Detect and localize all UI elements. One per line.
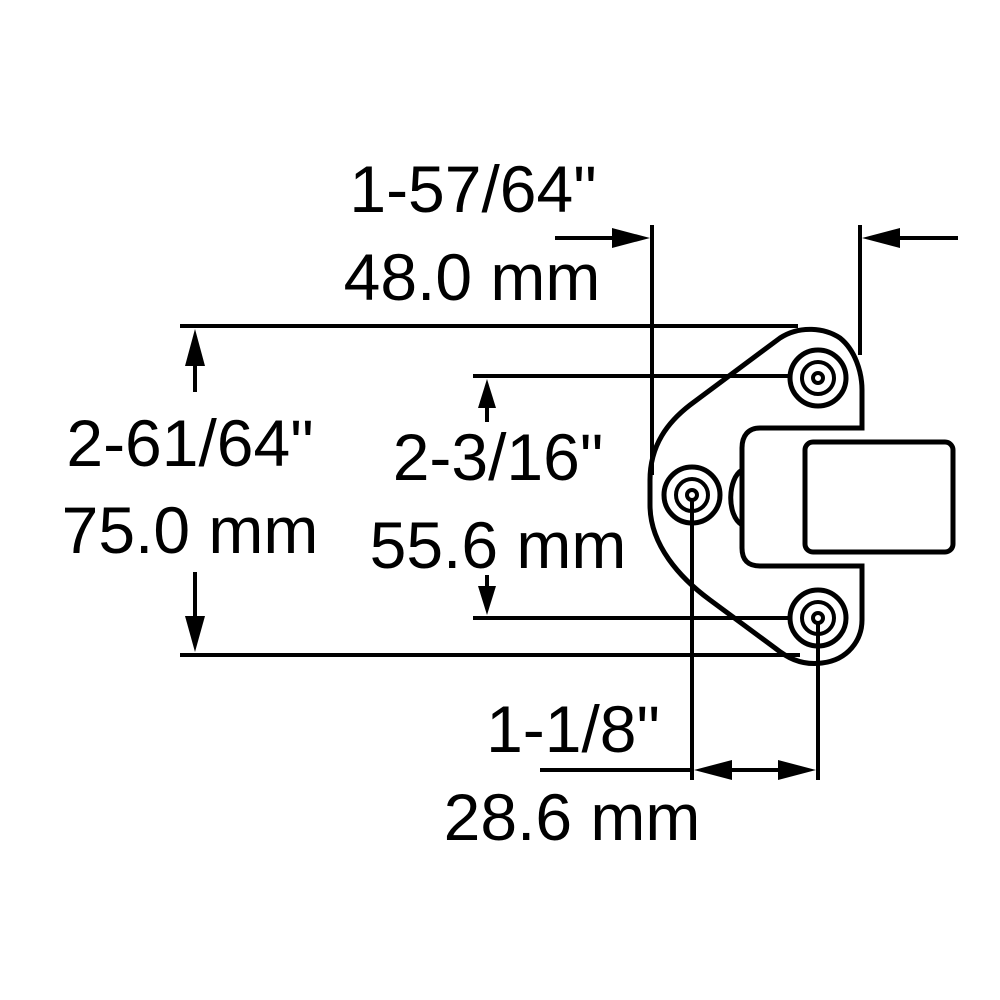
width-dimension: 1-57/64" 48.0 mm: [344, 152, 958, 475]
hinge-plate: [647, 326, 956, 667]
height-label-metric: 75.0 mm: [62, 493, 319, 567]
vspacing-label-metric: 55.6 mm: [370, 508, 627, 582]
screw-hole-top: [787, 347, 849, 409]
hole-spacing-vertical-dimension: 2-3/16" 55.6 mm: [370, 374, 790, 620]
hinge-plate-outline: [647, 326, 865, 667]
hspacing-label-imperial: 1-1/8": [486, 692, 660, 766]
hspacing-arrow-left: [694, 760, 732, 780]
width-label-metric: 48.0 mm: [344, 240, 601, 314]
hole-spacing-horizontal-dimension: 1-1/8" 28.6 mm: [444, 500, 820, 854]
width-label-imperial: 1-57/64": [349, 152, 596, 226]
vspacing-arrow-up: [478, 379, 496, 408]
height-label-imperial: 2-61/64": [66, 406, 313, 480]
hinge-arm-rect: [802, 439, 956, 555]
hspacing-arrow-right: [778, 760, 816, 780]
vspacing-label-imperial: 2-3/16": [393, 420, 604, 494]
hspacing-label-metric: 28.6 mm: [444, 780, 701, 854]
height-dimension: 2-61/64" 75.0 mm: [62, 324, 800, 657]
vspacing-arrow-down: [478, 586, 496, 615]
height-arrow-down: [185, 616, 205, 652]
width-arrow-left: [612, 228, 650, 248]
height-arrow-up: [185, 329, 205, 366]
hinge-knuckle: [728, 467, 744, 528]
width-arrow-right: [862, 228, 900, 248]
